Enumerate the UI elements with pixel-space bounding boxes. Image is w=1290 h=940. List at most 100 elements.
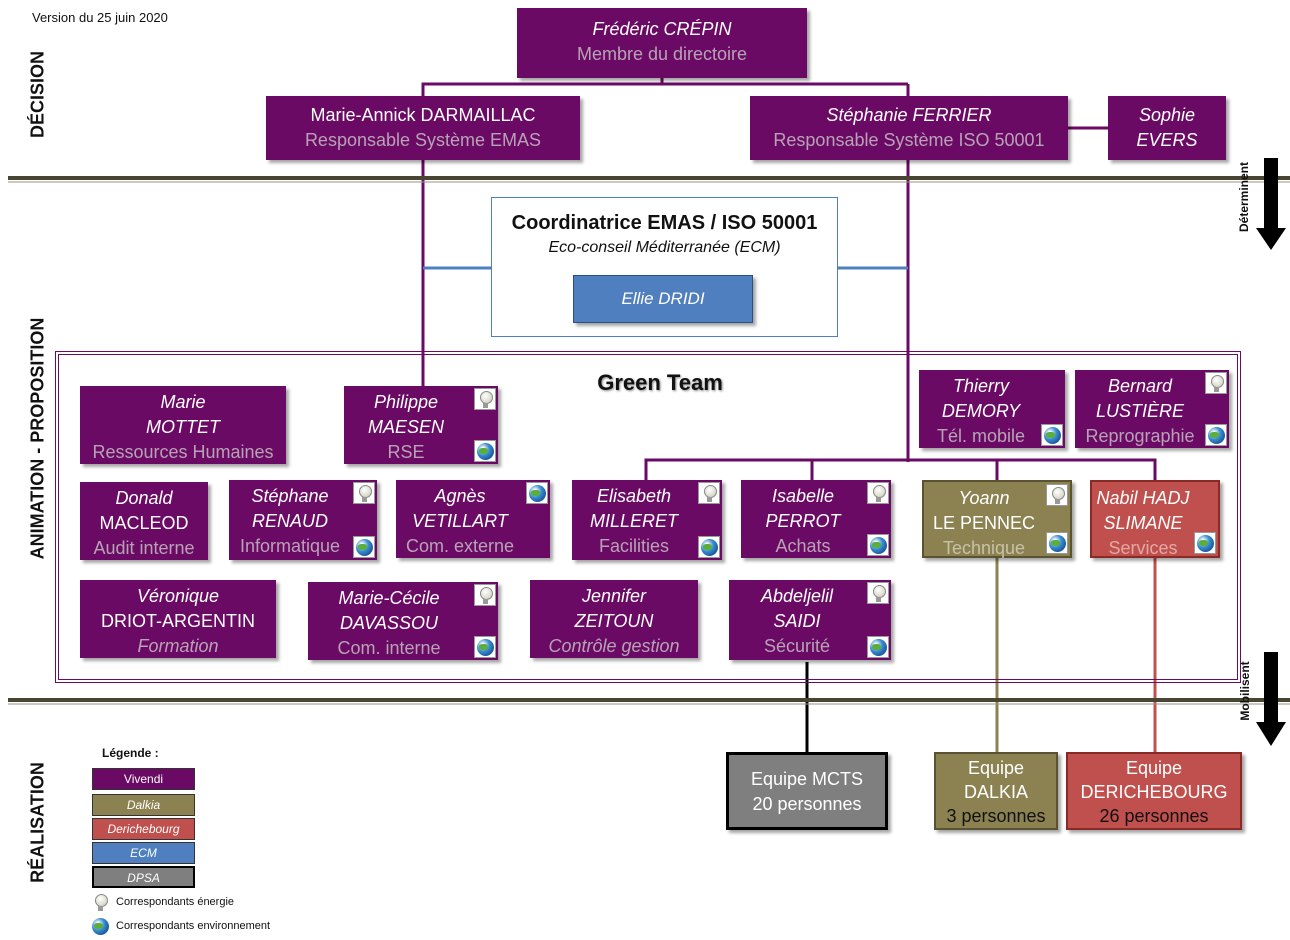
node-crepin: Frédéric CRÉPIN Membre du directoire — [517, 8, 807, 78]
environment-globe-icon — [1046, 532, 1068, 554]
member-demory-role: Tél. mobile — [936, 426, 1026, 446]
legend-vivendi: Vivendi — [92, 768, 195, 790]
environment-globe-icon — [474, 636, 496, 658]
energy-bulb-icon — [1205, 372, 1227, 394]
member-hadj-role: Services — [1108, 538, 1178, 558]
legend-environnement-label: Correspondants environnement — [116, 920, 271, 932]
legend-derichebourg: Derichebourg — [92, 818, 195, 840]
energy-bulb-icon — [474, 388, 496, 410]
member-hadj-first: Nabil HADJ — [1096, 488, 1190, 508]
legend-bulb-icon — [90, 892, 112, 914]
member-lepennec: Yoann LE PENNEC Technique — [922, 480, 1072, 558]
node-darmaillac-name: Marie-Annick DARMAILLAC — [310, 105, 536, 125]
node-evers-line2: EVERS — [1136, 130, 1198, 150]
member-maesen-first: Philippe — [373, 392, 439, 412]
member-davassou: Marie-Cécile DAVASSOU Com. interne — [308, 582, 498, 660]
green-team-title: Green Team — [597, 370, 723, 395]
team-dalkia: Equipe DALKIA 3 personnes — [934, 752, 1058, 830]
node-evers: Sophie EVERS — [1108, 96, 1226, 160]
member-zeitoun: Jennifer ZEITOUN Contrôle gestion — [530, 580, 698, 658]
team-mcts: Equipe MCTS 20 personnes — [726, 752, 888, 830]
member-vetillart: Agnès VETILLART Com. externe — [396, 480, 550, 558]
environment-globe-icon — [867, 534, 889, 556]
node-crepin-role: Membre du directoire — [576, 44, 748, 64]
member-perrot-role: Achats — [775, 536, 831, 556]
member-zeitoun-role: Contrôle gestion — [548, 636, 680, 656]
green-team-frame — [55, 351, 1241, 683]
version-label: Version du 25 juin 2020 — [32, 10, 168, 25]
arrow-label-determinent: Déterminent — [1237, 162, 1251, 233]
section-animation: ANIMATION - PROPOSITION — [27, 317, 48, 560]
member-vetillart-last: VETILLART — [412, 511, 508, 531]
member-demory: Thierry DEMORY Tél. mobile — [919, 370, 1065, 448]
member-lepennec-first: Yoann — [958, 488, 1010, 508]
team-derichebourg-line1: Equipe — [1125, 758, 1183, 778]
member-milleret-last: MILLERET — [589, 511, 679, 531]
node-crepin-name: Frédéric CRÉPIN — [592, 19, 732, 39]
member-renaud-last: RENAUD — [251, 511, 328, 531]
member-driot-last: DRIOT-ARGENTIN — [100, 611, 255, 631]
legend-dpsa: DPSA — [92, 866, 195, 888]
member-davassou-role: Com. interne — [337, 638, 441, 658]
team-mcts-line1: Equipe MCTS — [750, 769, 864, 789]
member-milleret-first: Elisabeth — [596, 486, 672, 506]
team-dalkia-line1: Equipe — [967, 758, 1025, 778]
team-derichebourg-line3: 26 personnes — [1099, 806, 1209, 826]
member-mottet-last: MOTTET — [146, 417, 220, 437]
member-demory-last: DEMORY — [941, 401, 1021, 421]
member-mottet-role: Ressources Humaines — [92, 442, 274, 462]
environment-globe-icon — [1205, 424, 1227, 446]
member-saidi-first: Abdeljelil — [760, 586, 834, 606]
member-perrot-last: PERROT — [765, 511, 841, 531]
coordinator-title: Coordinatrice EMAS / ISO 50001 — [511, 212, 818, 234]
member-milleret-role: Facilities — [598, 536, 669, 556]
member-hadj-last: SLIMANE — [1103, 513, 1183, 533]
arrow-label-mobilisent: Mobilisent — [1238, 661, 1252, 721]
team-mcts-line2: 20 personnes — [752, 794, 862, 814]
coordinator-subtitle: Eco-conseil Méditerranée (ECM) — [548, 239, 781, 256]
member-saidi-last: SAIDI — [773, 611, 821, 631]
member-zeitoun-first: Jennifer — [581, 586, 647, 606]
member-perrot: Isabelle PERROT Achats — [741, 480, 891, 558]
energy-bulb-icon — [353, 482, 375, 504]
member-vetillart-role: Com. externe — [405, 536, 515, 556]
member-demory-first: Thierry — [952, 376, 1009, 396]
member-vetillart-first: Agnès — [434, 486, 486, 506]
team-derichebourg-line2: DERICHEBOURG — [1080, 782, 1228, 802]
legend-energie-label: Correspondants énergie — [116, 896, 235, 908]
environment-globe-icon — [1194, 532, 1216, 554]
node-ferrier-role: Responsable Système ISO 50001 — [773, 130, 1045, 150]
team-dalkia-line2: DALKIA — [963, 782, 1029, 802]
member-mottet-first: Marie — [160, 392, 206, 412]
member-zeitoun-last: ZEITOUN — [574, 611, 654, 631]
energy-bulb-icon — [1046, 484, 1068, 506]
member-lustiere-first: Bernard — [1107, 376, 1173, 396]
section-realisation: RÉALISATION — [27, 762, 48, 883]
member-macleod-first: Donald — [115, 488, 173, 508]
team-dalkia-line3: 3 personnes — [946, 806, 1046, 826]
member-hadj: Nabil HADJ SLIMANE Services — [1090, 480, 1220, 558]
member-lustiere: Bernard LUSTIÈRE Reprographie — [1075, 370, 1229, 448]
member-milleret: Elisabeth MILLERET Facilities — [572, 480, 722, 560]
environment-globe-icon — [867, 636, 889, 658]
environment-globe-icon — [698, 536, 720, 558]
member-lepennec-last: LE PENNEC — [932, 513, 1036, 533]
node-ferrier-name: Stéphanie FERRIER — [826, 105, 992, 125]
member-maesen: Philippe MAESEN RSE — [344, 386, 498, 464]
environment-globe-icon — [353, 536, 375, 558]
member-driot: Véronique DRIOT-ARGENTIN Formation — [80, 580, 276, 658]
section-decision: DÉCISION — [27, 51, 48, 139]
node-darmaillac-role: Responsable Système EMAS — [304, 130, 542, 150]
member-perrot-first: Isabelle — [771, 486, 835, 506]
member-driot-role: Formation — [137, 636, 219, 656]
node-darmaillac: Marie-Annick DARMAILLAC Responsable Syst… — [266, 96, 580, 160]
environment-globe-icon — [474, 440, 496, 462]
member-davassou-first: Marie-Cécile — [338, 588, 440, 608]
member-davassou-last: DAVASSOU — [339, 613, 439, 633]
member-lustiere-role: Reprographie — [1085, 426, 1195, 446]
member-maesen-last: MAESEN — [367, 417, 445, 437]
legend-ecm: ECM — [92, 842, 195, 864]
member-lustiere-last: LUSTIÈRE — [1095, 401, 1185, 421]
energy-bulb-icon — [474, 584, 496, 606]
